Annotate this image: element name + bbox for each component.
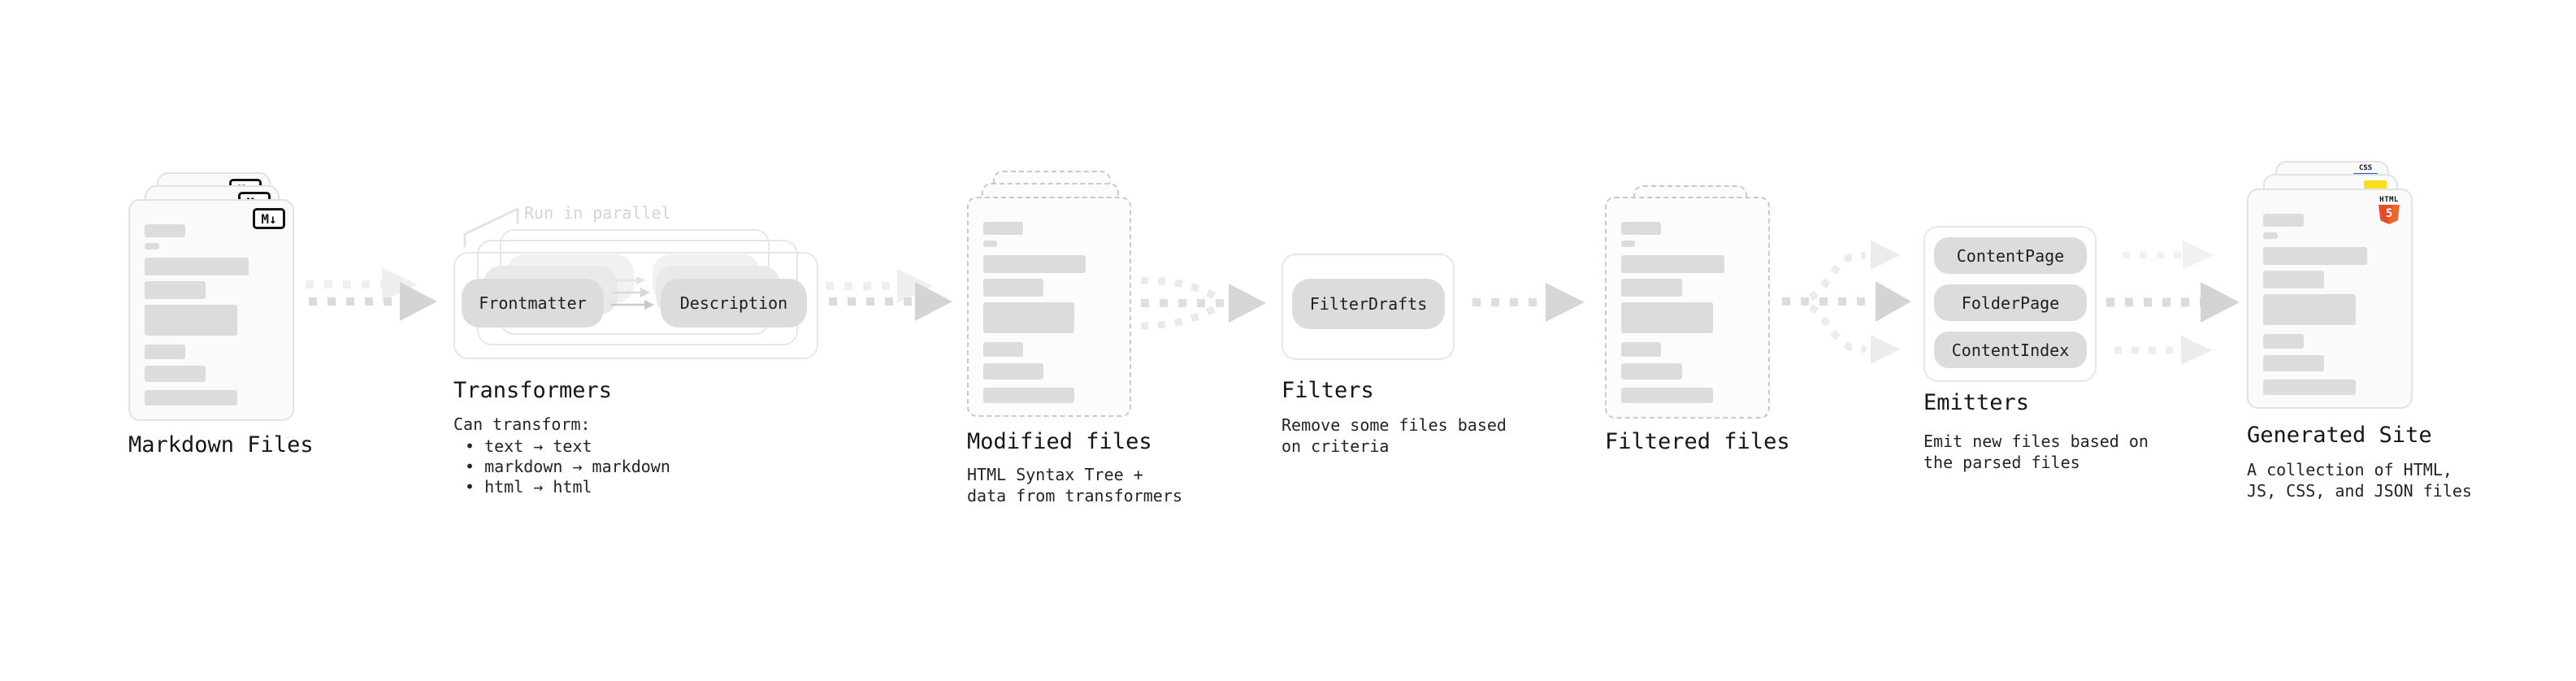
generated-site-caption: A collection of HTML, [2247, 460, 2452, 479]
emitters-caption: Emit new files based on [1923, 432, 2149, 451]
html5-icon-shield: 5 [2379, 205, 2400, 224]
transformers-note-heading: Can transform: [453, 414, 591, 434]
arrow-markdown-to-transformers [306, 267, 437, 321]
arrow-filtered-to-emitters-fanout [1782, 241, 1911, 364]
modified-files-caption: HTML Syntax Tree + [967, 465, 1143, 484]
arrows-emitters-to-generated [2106, 241, 2240, 365]
transformers-note-item: • markdown → markdown [465, 457, 670, 476]
transformer-box-frontmatter: Frontmatter [462, 279, 604, 327]
filters-caption: on criteria [1281, 436, 1390, 456]
filtered-files-label: Filtered files [1605, 429, 1790, 454]
markdown-icon-label: M↓ [261, 210, 277, 227]
run-in-parallel-callout-line [463, 207, 519, 248]
emitter-box-folderpage: FolderPage [1934, 284, 2087, 321]
doc-content-bars [2263, 214, 2393, 395]
doc-content-bars [145, 224, 275, 406]
doc-content-bars [1621, 222, 1750, 403]
transformers-note-item: • html → html [465, 477, 592, 497]
filters-caption: Remove some files based [1281, 415, 1507, 435]
modified-file-card-front [967, 197, 1131, 417]
modified-files-label: Modified files [967, 429, 1152, 454]
markdown-icon: M↓ [253, 208, 285, 229]
markdown-file-card-front: M↓ [128, 199, 294, 421]
filter-box-filterdrafts: FilterDrafts [1292, 279, 1445, 329]
emitters-caption: the parsed files [1923, 453, 2080, 472]
filters-title: Filters [1281, 378, 1374, 403]
html5-icon-number: 5 [2385, 207, 2393, 220]
transformer-box-description: Description [661, 279, 807, 327]
emitter-box-contentindex: ContentIndex [1934, 332, 2087, 368]
arrow-modified-to-filters-merge [1140, 276, 1266, 330]
emitters-title: Emitters [1923, 390, 2030, 415]
frontmatter-to-description-arrows [611, 276, 654, 310]
transformers-note-item: • text → text [465, 436, 592, 456]
transformers-container-front [453, 252, 818, 359]
doc-content-bars [983, 222, 1112, 403]
modified-files-caption: data from transformers [967, 486, 1182, 505]
emitter-box-contentpage: ContentPage [1934, 237, 2087, 274]
run-in-parallel-annotation: Run in parallel [524, 203, 671, 223]
generated-site-caption: JS, CSS, and JSON files [2247, 481, 2472, 501]
filtered-file-card-front [1605, 197, 1770, 419]
generated-site-label: Generated Site [2247, 423, 2432, 448]
arrow-filters-to-filtered [1472, 283, 1585, 322]
generated-file-card-html: HTML 5 [2247, 189, 2413, 409]
markdown-files-label: Markdown Files [128, 432, 314, 458]
transformers-title: Transformers [453, 378, 613, 403]
arrow-transformers-to-modified [826, 269, 952, 321]
css-badge-label: CSS [2358, 164, 2373, 172]
html5-icon: HTML 5 [2377, 196, 2401, 224]
html5-icon-word: HTML [2379, 196, 2399, 204]
